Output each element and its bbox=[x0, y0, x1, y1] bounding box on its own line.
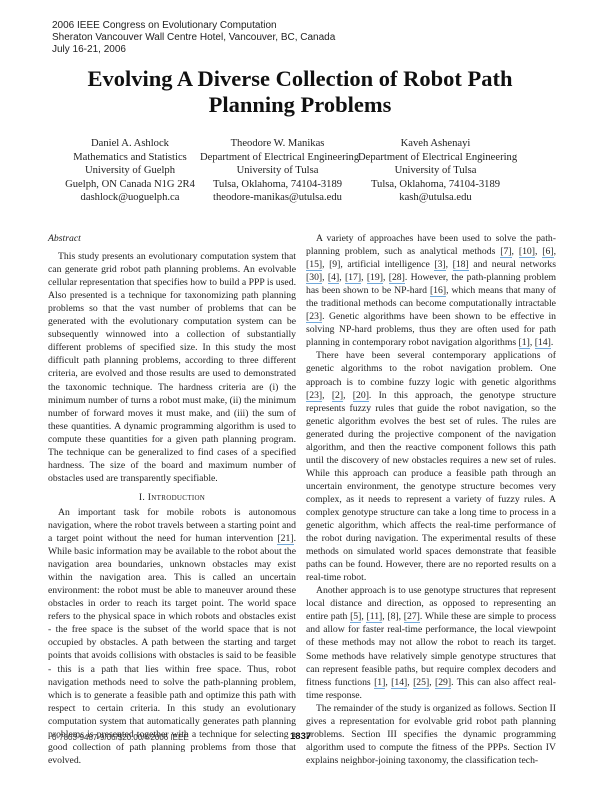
citation-link[interactable]: [23] bbox=[306, 389, 323, 402]
conference-header: 2006 IEEE Congress on Evolutionary Compu… bbox=[52, 20, 335, 56]
title-line-1: Evolving A Diverse Collection of Robot P… bbox=[87, 66, 513, 91]
abstract-text: This study presents an evolutionary comp… bbox=[48, 251, 296, 484]
author-address: Tulsa, Oklahoma, 74104-3189 bbox=[370, 178, 501, 190]
abstract-heading: Abstract bbox=[48, 233, 81, 244]
text-run: , bbox=[534, 246, 543, 258]
author-address: Guelph, ON Canada N1G 2R4 bbox=[65, 178, 195, 190]
text-run: There have been several contemporary app… bbox=[306, 350, 556, 388]
author-address: Tulsa, Oklahoma, 74104-3189 bbox=[212, 178, 343, 190]
text-run: , bbox=[511, 246, 519, 258]
citation-link[interactable]: [23] bbox=[306, 311, 323, 324]
text-run: , bbox=[339, 272, 345, 284]
author-univ: University of Tulsa bbox=[236, 165, 319, 176]
text-run: , bbox=[343, 389, 353, 401]
text-run: , bbox=[445, 259, 453, 271]
citation-link[interactable]: [11] bbox=[366, 611, 383, 624]
citation-link[interactable]: [19] bbox=[366, 272, 383, 285]
text-run: and neural networks bbox=[468, 259, 557, 271]
citation-link[interactable]: [14] bbox=[391, 676, 408, 689]
citation-link[interactable]: [3] bbox=[434, 259, 446, 272]
text-run: , bbox=[429, 676, 435, 688]
text-run: . While these are simple to process and … bbox=[306, 611, 557, 688]
author-name: Kaveh Ashenayi bbox=[400, 138, 471, 149]
citation-link[interactable]: [5] bbox=[350, 611, 362, 624]
text-run: , [9], artificial intelligence bbox=[322, 259, 435, 271]
citation-link[interactable]: [15] bbox=[306, 259, 323, 272]
text-run: , bbox=[382, 272, 389, 284]
text-run: . However, the path-planning problem has… bbox=[306, 272, 557, 297]
citation-link[interactable]: [6] bbox=[542, 246, 554, 259]
author-email: dashlock@uoguelph.ca bbox=[80, 192, 180, 203]
paragraph-ga-applications: There have been several contemporary app… bbox=[306, 349, 556, 584]
paragraph-approaches: A variety of approaches have been used t… bbox=[306, 232, 557, 350]
author-dept: Department of Electrical Engineering bbox=[200, 151, 360, 163]
author-email: kash@utulsa.edu bbox=[399, 192, 472, 203]
author-name: Daniel A. Ashlock bbox=[91, 138, 169, 149]
copyright-notice: 0-7803-9487-9/06/$20.00/©2006 IEEE bbox=[52, 733, 189, 742]
citation-link[interactable]: [1] bbox=[374, 676, 386, 689]
author-name: Theodore W. Manikas bbox=[230, 138, 325, 149]
text-run: Another approach is to use genotype stru… bbox=[306, 585, 556, 623]
title-line-2: Planning Problems bbox=[208, 92, 392, 117]
page-number: 1837 bbox=[290, 731, 312, 742]
citation-link[interactable]: [18] bbox=[452, 259, 469, 272]
author-dept: Mathematics and Statistics bbox=[73, 151, 187, 163]
text-run: , bbox=[322, 389, 332, 401]
text-run: , which means that many of the tradition… bbox=[306, 285, 557, 310]
intro-paragraph: An important task for mobile robots is a… bbox=[48, 506, 296, 767]
text-run: An important task for mobile robots is a… bbox=[48, 506, 296, 545]
citation-link[interactable]: [30] bbox=[306, 272, 323, 285]
citation-link[interactable]: [4] bbox=[327, 272, 340, 285]
citation-link[interactable]: [25] bbox=[413, 676, 430, 689]
text-run: , bbox=[529, 337, 535, 349]
author-univ: University of Tulsa bbox=[394, 165, 477, 176]
text-run: . While basic information may be availab… bbox=[48, 533, 296, 766]
citation-link[interactable]: [16] bbox=[429, 285, 447, 298]
citation-link[interactable]: [1] bbox=[518, 337, 530, 350]
paragraph-organization: The remainder of the study is organized … bbox=[306, 702, 556, 766]
citation-link[interactable]: [10] bbox=[518, 246, 535, 259]
citation-link[interactable]: [28] bbox=[388, 272, 405, 285]
author-dept: Department of Electrical Engineering bbox=[358, 151, 518, 163]
citation-link[interactable]: [17] bbox=[344, 272, 362, 285]
text-run: , bbox=[385, 676, 392, 688]
text-run: , bbox=[407, 676, 414, 688]
author-1: Daniel A. Ashlock Mathematics and Statis… bbox=[55, 137, 205, 205]
citation-link[interactable]: [29] bbox=[434, 676, 452, 689]
text-run: , [8], bbox=[382, 611, 404, 623]
section-heading-introduction: I. Introduction bbox=[138, 491, 206, 503]
text-run: . This can also affect real-time respons… bbox=[306, 676, 557, 701]
citation-link[interactable]: [27] bbox=[403, 611, 420, 624]
conference-dates: July 16-21, 2006 bbox=[52, 44, 126, 55]
text-run: , bbox=[361, 611, 367, 623]
paper-title: Evolving A Diverse Collection of Robot P… bbox=[0, 66, 600, 118]
text-run: A variety of approaches have been used t… bbox=[306, 233, 556, 258]
author-2: Theodore W. Manikas Department of Electr… bbox=[200, 137, 360, 205]
paragraph-another-approach: Another approach is to use genotype stru… bbox=[306, 584, 556, 701]
author-univ: University of Guelph bbox=[84, 165, 176, 176]
citation-link[interactable]: [21] bbox=[277, 533, 294, 546]
text-run: , bbox=[553, 246, 557, 258]
text-run: , bbox=[322, 272, 328, 284]
conference-name: 2006 IEEE Congress on Evolutionary Compu… bbox=[52, 20, 277, 31]
text-run: . bbox=[550, 337, 554, 349]
author-3: Kaveh Ashenayi Department of Electrical … bbox=[358, 137, 518, 205]
citation-link[interactable]: [7] bbox=[500, 246, 512, 259]
left-column: Abstract This study presents an evolutio… bbox=[48, 232, 296, 767]
text-run: . Genetic algorithms have been shown to … bbox=[306, 311, 556, 349]
conference-venue: Sheraton Vancouver Wall Centre Hotel, Va… bbox=[52, 32, 336, 43]
text-run: , bbox=[361, 272, 367, 284]
right-column: A variety of approaches have been used t… bbox=[306, 232, 556, 767]
text-run: . In this approach, the genotype structu… bbox=[306, 389, 557, 584]
citation-link[interactable]: [2] bbox=[331, 389, 344, 402]
author-email: theodore-manikas@utulsa.edu bbox=[213, 192, 342, 203]
citation-link[interactable]: [20] bbox=[352, 389, 369, 402]
citation-link[interactable]: [14] bbox=[534, 337, 551, 350]
